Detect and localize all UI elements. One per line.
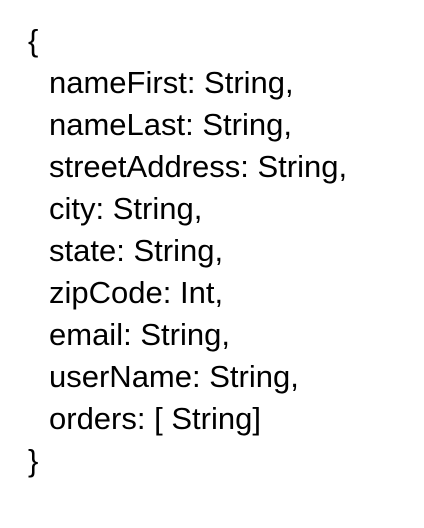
field-comma: ,	[285, 65, 294, 100]
field-key: state	[49, 233, 117, 268]
field-separator: :	[123, 317, 141, 352]
field-type: [ String]	[154, 401, 261, 436]
field-separator: :	[240, 149, 258, 184]
field-key: city	[49, 191, 96, 226]
field-key: nameFirst	[49, 65, 187, 100]
field-key: userName	[49, 359, 192, 394]
field-type: String	[112, 191, 194, 226]
field-separator: :	[186, 65, 205, 100]
field-type: String	[257, 149, 339, 184]
field-separator: :	[192, 359, 210, 394]
open-brace: {	[28, 23, 39, 58]
field-line-streetaddress: streetAddress: String,	[0, 146, 424, 188]
close-brace: }	[28, 443, 39, 478]
field-type: String	[133, 233, 215, 268]
field-line-namelast: nameLast: String,	[0, 104, 424, 146]
field-line-state: state: String,	[0, 230, 424, 272]
field-type: String	[209, 359, 291, 394]
field-comma: ,	[193, 191, 203, 226]
field-separator: :	[162, 275, 180, 310]
field-comma: ,	[338, 149, 348, 184]
field-line-orders: orders: [ String]	[0, 398, 424, 440]
field-line-namefirst: nameFirst: String,	[0, 62, 424, 104]
field-key: orders	[49, 401, 137, 436]
field-comma: ,	[221, 317, 230, 352]
field-comma: ,	[214, 233, 224, 268]
field-comma: ,	[283, 107, 292, 142]
field-type: String	[202, 107, 284, 142]
field-key: zipCode	[49, 275, 163, 310]
field-comma: ,	[214, 275, 224, 310]
field-line-username: userName: String,	[0, 356, 424, 398]
field-key: streetAddress	[49, 149, 241, 184]
field-comma: ,	[290, 359, 299, 394]
field-type: String	[204, 65, 286, 100]
field-separator: :	[185, 107, 203, 142]
field-key: nameLast	[49, 107, 186, 142]
field-type: String	[140, 317, 222, 352]
field-separator: :	[95, 191, 113, 226]
field-line-city: city: String,	[0, 188, 424, 230]
field-key: email	[49, 317, 124, 352]
field-separator: :	[136, 401, 155, 436]
field-line-zipcode: zipCode: Int,	[0, 272, 424, 314]
field-line-email: email: String,	[0, 314, 424, 356]
field-type: Int	[179, 275, 215, 310]
field-separator: :	[116, 233, 134, 268]
